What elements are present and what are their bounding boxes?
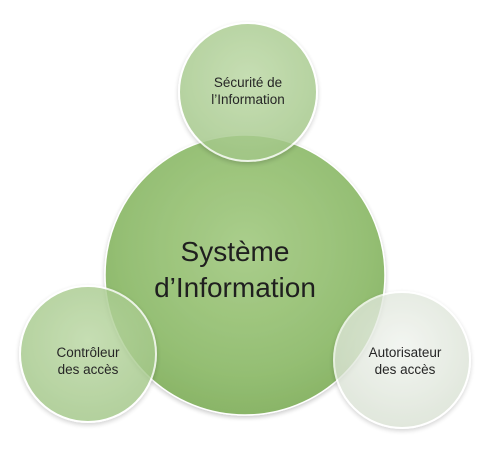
center-circle-label: Système d’Information: [150, 234, 320, 307]
right-label-line1: Autorisateur: [368, 345, 442, 360]
left-circle: [19, 285, 157, 423]
top-circle-label: Sécurité de l’Information: [185, 75, 311, 109]
center-label-line2: d’Information: [154, 272, 316, 304]
right-label-line2: des accès: [374, 361, 436, 377]
right-circle-label: Autorisateur des accès: [340, 345, 470, 379]
top-label-line1: Sécurité de: [213, 75, 283, 90]
center-label-line1: Système: [180, 236, 290, 267]
left-label-line1: Contrôleur: [56, 345, 120, 360]
top-circle: [178, 22, 318, 162]
right-circle: [333, 291, 471, 429]
left-circle-label: Contrôleur des accès: [28, 345, 148, 379]
left-label-line2: des accès: [57, 361, 119, 377]
top-label-line2: l’Information: [211, 91, 285, 107]
